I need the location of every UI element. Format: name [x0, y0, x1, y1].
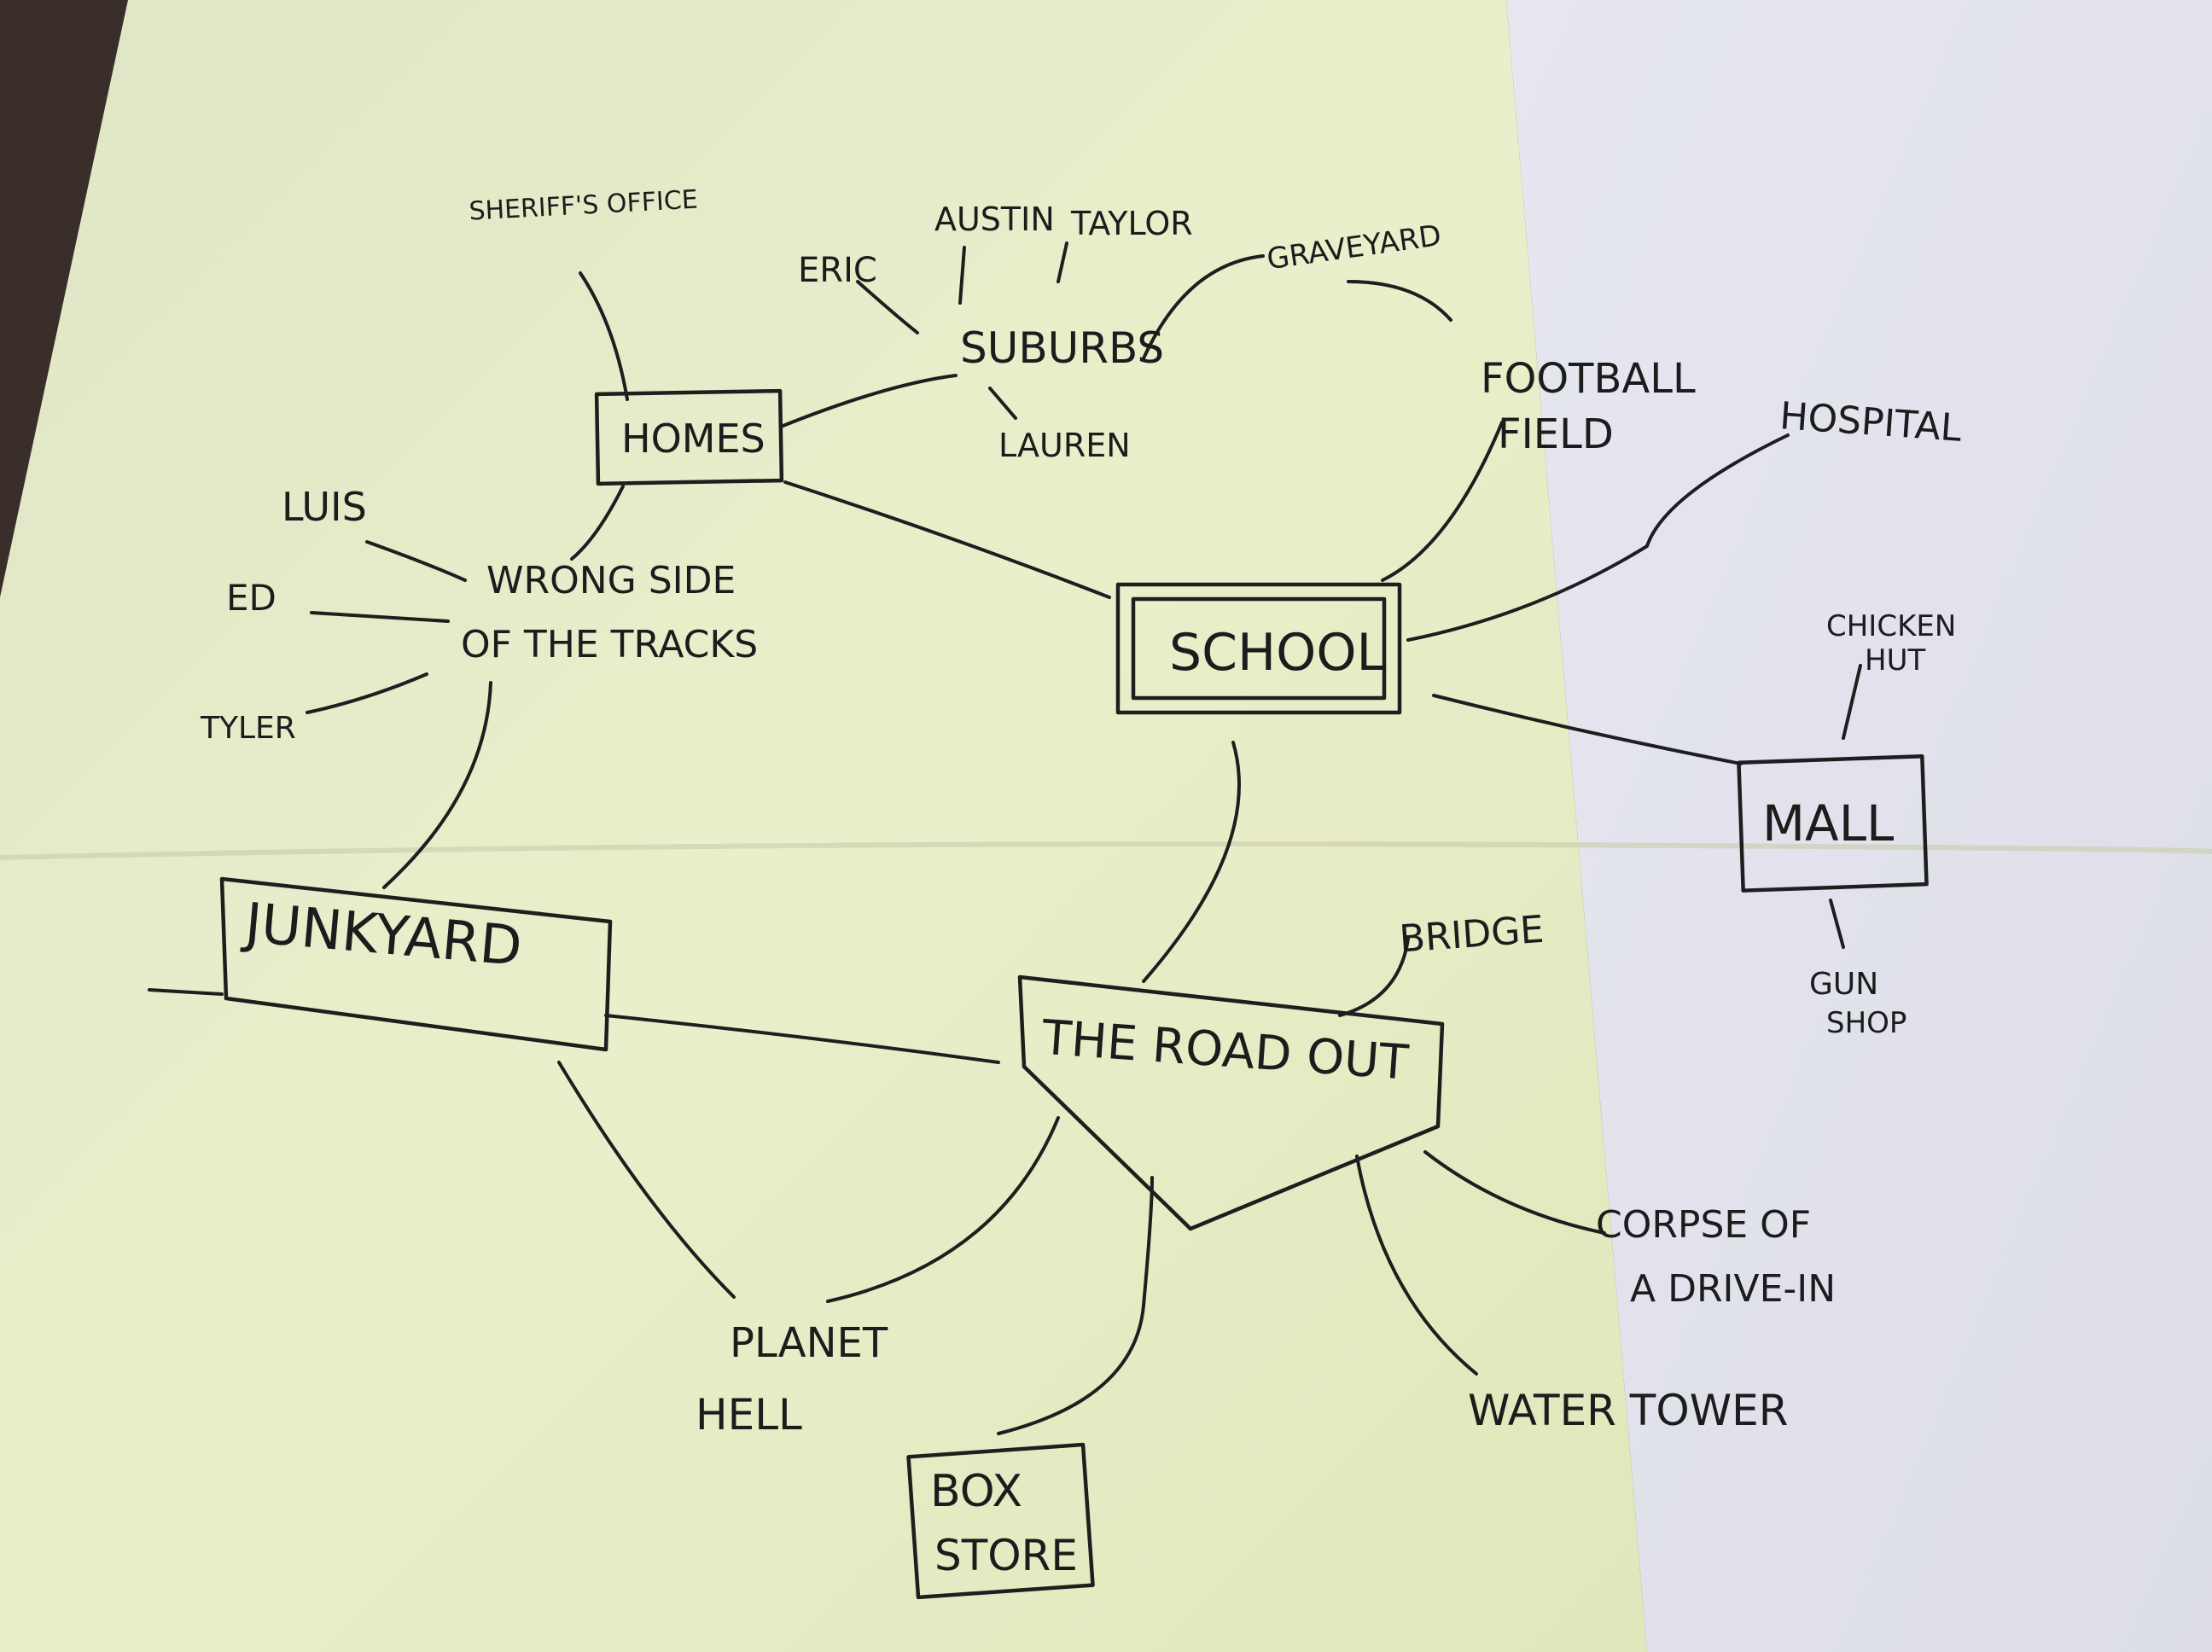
label-ed: ED	[226, 577, 276, 619]
label-corpse-1: CORPSE OF	[1596, 1203, 1811, 1247]
label-bridge: BRIDGE	[1398, 908, 1545, 962]
label-gun: GUN	[1809, 967, 1878, 1002]
line-eric-suburbs	[856, 280, 919, 334]
label-lauren: LAUREN	[998, 427, 1131, 464]
label-corpse-2: A DRIVE-IN	[1630, 1267, 1836, 1311]
line-corpse-road	[1423, 1150, 1606, 1235]
label-football-2: FIELD	[1498, 410, 1614, 458]
mall-box	[1737, 754, 1929, 893]
box-store-box	[906, 1442, 1095, 1600]
line-wrongside-junkyard	[382, 681, 492, 889]
label-school: SCHOOL	[1169, 623, 1386, 683]
road-out-shape	[1017, 974, 1445, 1231]
junkyard-box	[219, 876, 613, 1052]
label-luis: LUIS	[282, 484, 367, 530]
line-junkyard-road	[604, 1014, 1000, 1064]
label-store: STORE	[934, 1531, 1078, 1580]
label-shop: SHOP	[1826, 1006, 1906, 1040]
label-suburbs: SUBURBS	[960, 323, 1164, 373]
label-chicken-2: HUT	[1865, 643, 1925, 678]
label-austin: AUSTIN	[934, 201, 1055, 238]
line-suburbs-graveyard	[1142, 254, 1265, 360]
school-box-outer	[1115, 582, 1402, 715]
line-planethell-junkyard	[557, 1061, 736, 1299]
label-planet: PLANET	[730, 1319, 888, 1367]
label-wrong-side-1: WRONG SIDE	[486, 559, 736, 602]
line-school-road	[1142, 741, 1241, 983]
homes-box	[594, 388, 784, 486]
node-labels: SHERIFF'S OFFICE ERIC AUSTIN TAYLOR GRAV…	[200, 185, 1964, 1580]
label-football-1: FOOTBALL	[1481, 355, 1696, 403]
line-mall-gunshop	[1829, 899, 1845, 949]
label-hell: HELL	[696, 1390, 802, 1440]
paper-left-sheet	[0, 0, 1647, 1652]
label-taylor: TAYLOR	[1070, 205, 1193, 242]
label-water-tower: WATER TOWER	[1468, 1386, 1788, 1435]
line-taylor-suburbs	[1057, 241, 1068, 283]
line-wrongside-homes	[570, 485, 625, 561]
line-boxstore-road	[997, 1176, 1154, 1435]
line-chicken-mall	[1842, 664, 1862, 740]
line-tyler-wrongside	[306, 672, 428, 714]
line-homes-school	[783, 480, 1111, 599]
line-homes-suburbs	[779, 374, 958, 428]
line-luis-wrongside	[365, 540, 467, 582]
line-ed-wrongside	[310, 611, 450, 623]
label-tyler: TYLER	[200, 711, 296, 746]
label-mall: MALL	[1762, 794, 1894, 852]
label-homes: HOMES	[621, 416, 765, 462]
line-suburbs-lauren	[988, 387, 1017, 420]
label-chicken-1: CHICKEN	[1826, 609, 1956, 643]
line-planethell-road	[826, 1116, 1060, 1303]
label-wrong-side-2: OF THE TRACKS	[461, 623, 758, 666]
line-graveyard-tail	[1347, 280, 1452, 322]
paper-right-sheet	[1506, 0, 2212, 1652]
line-sheriff-homes	[579, 271, 629, 401]
school-box-inner	[1131, 596, 1387, 701]
line-hospital-school	[1406, 433, 1790, 642]
line-bridge-road	[1338, 937, 1410, 1017]
label-box: BOX	[930, 1466, 1022, 1517]
paper-fold-line	[0, 841, 2212, 860]
line-water-road	[1355, 1155, 1478, 1376]
line-junkyard-left	[148, 988, 224, 996]
node-boxes	[219, 388, 1929, 1600]
line-austin-suburbs	[958, 246, 966, 305]
label-eric: ERIC	[798, 251, 877, 290]
line-school-mall	[1432, 694, 1743, 765]
line-football-school	[1381, 421, 1504, 582]
connector-lines	[148, 241, 1862, 1435]
